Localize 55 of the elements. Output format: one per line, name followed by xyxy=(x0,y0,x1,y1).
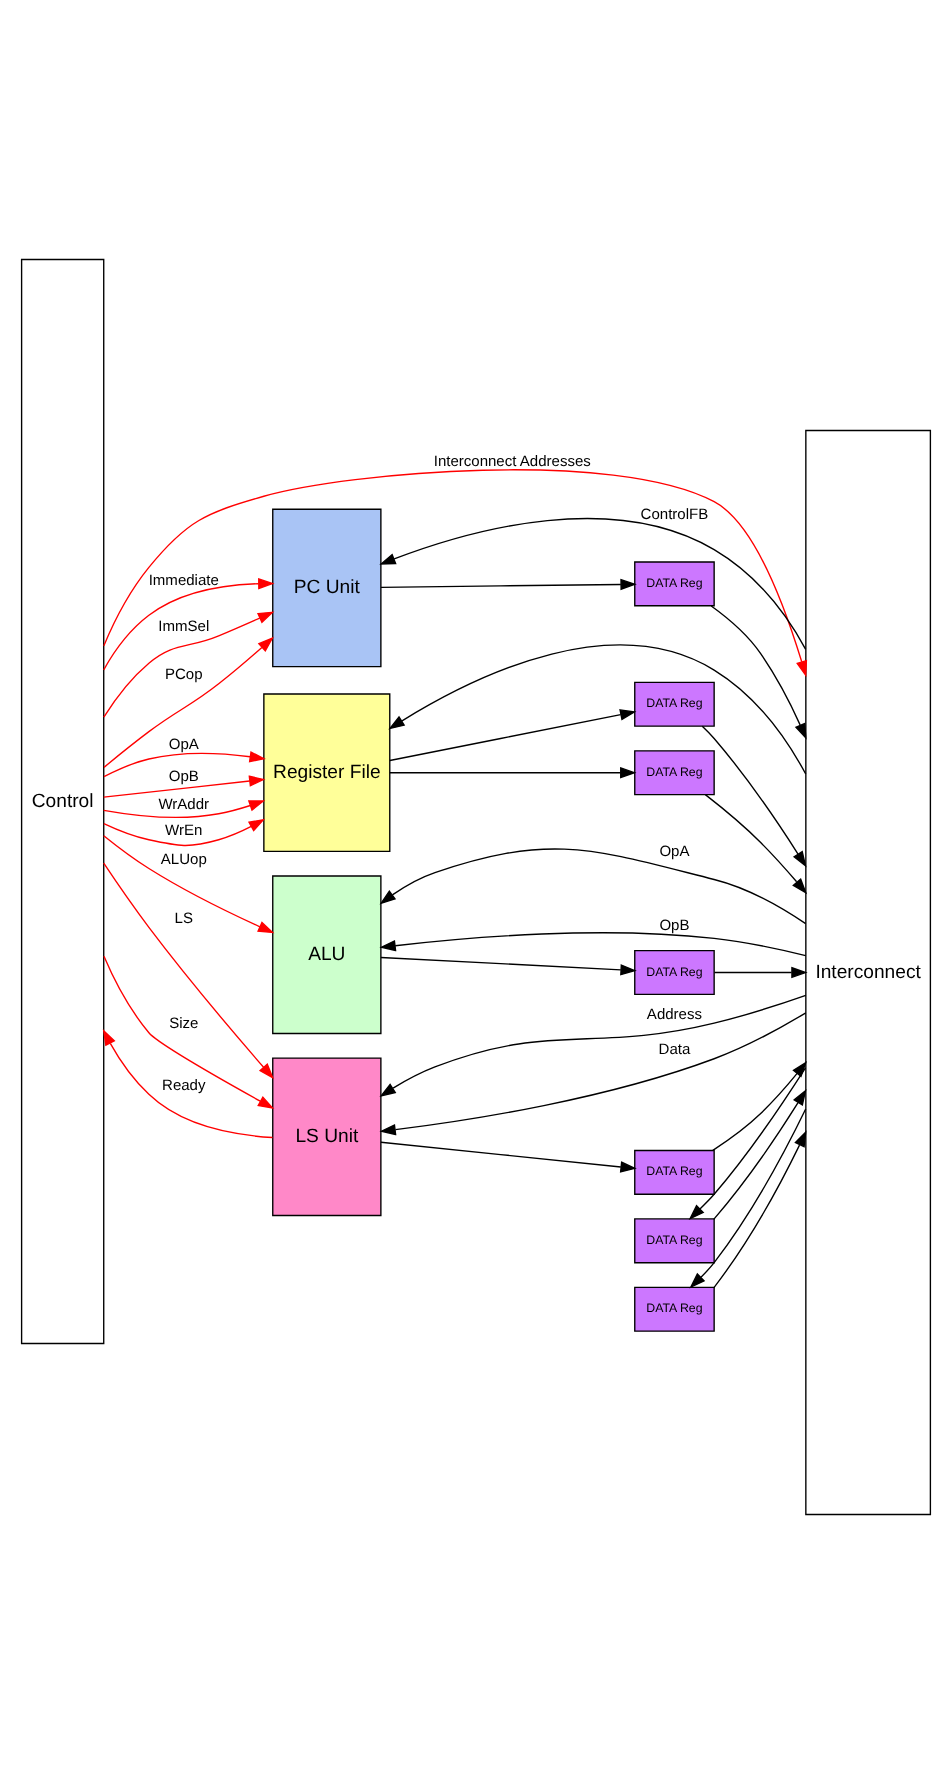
edge-label: LS xyxy=(174,909,193,927)
arrow xyxy=(103,577,275,671)
arrow xyxy=(103,835,275,934)
arrow xyxy=(103,862,275,1080)
arrow xyxy=(712,1061,808,1152)
arrow xyxy=(103,955,275,1109)
arrow xyxy=(379,518,807,651)
node-box: PC Unit xyxy=(272,508,382,668)
node-box: Register File xyxy=(263,693,391,853)
edge-label: Ready xyxy=(162,1075,206,1094)
arrow xyxy=(379,994,807,1097)
edge-label: WrEn xyxy=(165,821,203,840)
edge-label: Data xyxy=(658,1040,691,1059)
node-box: Control xyxy=(20,258,105,1345)
edge-label: OpA xyxy=(168,735,199,754)
arrow xyxy=(389,766,637,779)
edge-label: Interconnect Addresses xyxy=(433,451,591,470)
arrow xyxy=(689,1108,807,1289)
arrow xyxy=(103,775,266,798)
arrow xyxy=(103,818,266,847)
arrow xyxy=(103,636,274,769)
node-box: ALU xyxy=(272,875,382,1035)
node-box: LS Unit xyxy=(272,1057,382,1217)
edge-label: OpA xyxy=(659,841,690,860)
edge-label: OpB xyxy=(659,915,690,934)
arrow xyxy=(710,605,807,740)
arrow xyxy=(713,966,808,979)
node-box: Interconnect xyxy=(805,429,932,1516)
arrow xyxy=(701,725,807,868)
arrow xyxy=(103,469,808,678)
edge-label: ALUop xyxy=(160,850,207,869)
arrow xyxy=(379,1012,807,1136)
edge-label: ImmSel xyxy=(158,617,210,636)
arrow xyxy=(379,848,807,925)
arrow xyxy=(103,751,266,778)
edge-label: Size xyxy=(169,1014,199,1033)
arrow xyxy=(688,1067,807,1221)
arrow xyxy=(704,793,808,895)
edge-label: OpB xyxy=(168,766,199,785)
arrow xyxy=(388,644,807,775)
arrow xyxy=(380,578,637,591)
edge-label: ControlFB xyxy=(640,505,709,524)
edge-label: Immediate xyxy=(148,570,219,589)
arrow xyxy=(713,1088,807,1220)
edge-label: WrAddr xyxy=(158,795,210,814)
arrow xyxy=(713,1130,807,1289)
arrow xyxy=(379,932,807,957)
edge-label: PCop xyxy=(164,665,203,684)
arrow xyxy=(103,611,275,718)
arrow xyxy=(102,1028,274,1139)
arrow xyxy=(103,800,266,818)
arrow xyxy=(380,956,637,976)
arrow xyxy=(389,709,637,762)
edge-label: Address xyxy=(646,1004,703,1023)
arrow xyxy=(380,1141,637,1173)
